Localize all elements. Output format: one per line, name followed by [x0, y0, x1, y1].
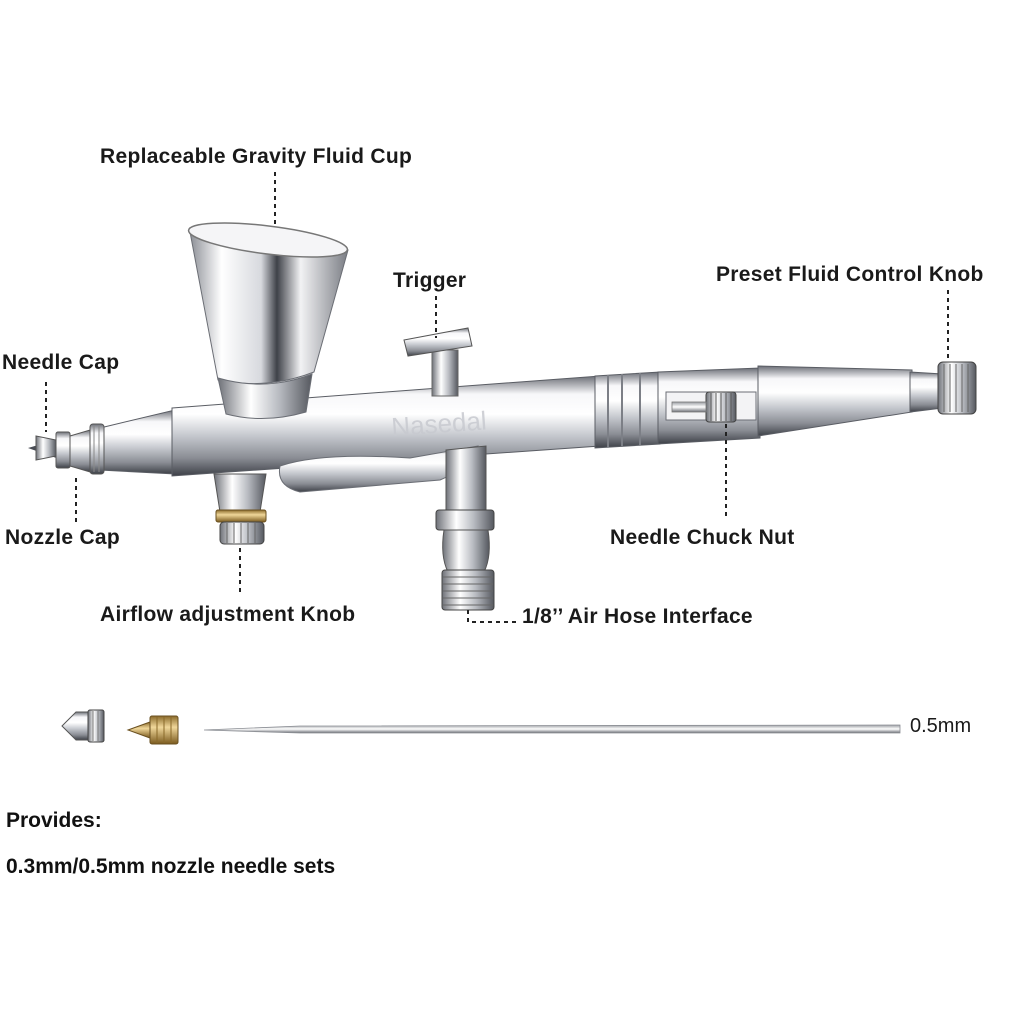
label-airflow-knob: Airflow adjustment Knob — [100, 603, 356, 626]
nozzle-assembly — [28, 423, 105, 475]
air-hose-interface — [435, 445, 495, 611]
label-fluid-cup: Replaceable Gravity Fluid Cup — [100, 145, 413, 168]
fluid-cup — [187, 222, 349, 419]
spare-parts — [61, 709, 901, 745]
label-needle-cap: Needle Cap — [2, 351, 120, 374]
trigger — [403, 327, 473, 397]
airflow-knob — [213, 473, 267, 545]
provides-detail: 0.3mm/0.5mm nozzle needle sets — [6, 855, 336, 878]
preset-knob — [937, 361, 977, 415]
spare-brass-nozzle — [126, 715, 179, 745]
needle-chuck-nut — [671, 391, 737, 423]
spare-nozzle-cap — [61, 709, 105, 743]
label-needle-size: 0.5mm — [910, 715, 972, 737]
label-preset-knob: Preset Fluid Control Knob — [716, 263, 984, 286]
label-air-hose: 1/8’’ Air Hose Interface — [522, 605, 753, 628]
label-trigger: Trigger — [393, 269, 467, 292]
brand-watermark: Nasedal — [390, 405, 487, 442]
label-nozzle-cap: Nozzle Cap — [5, 526, 121, 549]
spare-needle — [203, 724, 901, 734]
leader-lines — [45, 172, 949, 623]
label-needle-chuck-nut: Needle Chuck Nut — [610, 526, 795, 549]
provides-heading: Provides: — [6, 809, 102, 832]
